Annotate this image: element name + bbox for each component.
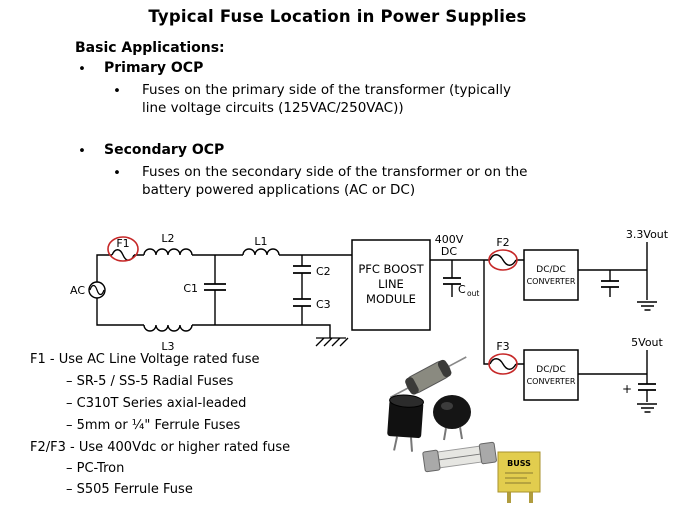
bus-voltage-line1: 400V	[435, 233, 464, 246]
bullet-marker: •	[78, 61, 86, 77]
buss-body	[497, 451, 541, 493]
dcdc-converter-bottom-box: DC/DC CONVERTER	[523, 349, 579, 401]
buss-leg	[529, 492, 533, 503]
bullet-marker: •	[113, 165, 121, 181]
inductor-l2: L2	[143, 232, 193, 256]
f2f3-note-item: – S505 Ferrule Fuse	[66, 482, 193, 497]
intro-heading: Basic Applications:	[75, 40, 225, 56]
dcdc-converter-top-box: DC/DC CONVERTER	[523, 249, 579, 301]
output-5v-label: 5Vout	[631, 336, 663, 349]
dcdc-top-line2: CONVERTER	[527, 277, 576, 286]
c1-label: C1	[183, 282, 198, 295]
f2f3-note-heading: F2/F3 - Use 400Vdc or higher rated fuse	[30, 440, 291, 455]
secondary-ocp-line1: Fuses on the secondary side of the trans…	[142, 164, 528, 180]
f2f3-note-item: – PC-Tron	[66, 461, 125, 476]
capacitor-plates	[204, 265, 656, 391]
f3-label: F3	[496, 340, 509, 353]
page-title: Typical Fuse Location in Power Supplies	[148, 7, 527, 26]
pfc-label-line1: PFC BOOST	[358, 262, 424, 276]
pfc-module-box: PFC BOOST LINE MODULE	[351, 239, 431, 331]
fuse-photo-glass-ferrule	[422, 441, 497, 473]
f2-highlight-circle	[488, 249, 518, 271]
plus-sign-label: +	[622, 382, 632, 396]
buss-leg	[507, 492, 511, 503]
ac-source: AC	[70, 281, 106, 299]
f1-label: F1	[116, 237, 129, 250]
pfc-label-line2: LINE	[378, 277, 404, 291]
bullet-secondary-ocp: Secondary OCP	[104, 142, 225, 158]
output-3v3-label: 3.3Vout	[626, 228, 669, 241]
f3-highlight-circle	[488, 353, 518, 375]
primary-ocp-line1: Fuses on the primary side of the transfo…	[142, 82, 512, 98]
bullet-primary-ocp: Primary OCP	[104, 60, 204, 76]
ground-symbol-5v	[637, 403, 657, 413]
buss-fine-print-lines	[505, 472, 533, 484]
inductor-l1: L1	[242, 235, 280, 256]
f1-note-item: – 5mm or ¼" Ferrule Fuses	[66, 418, 241, 433]
bullet-marker: •	[78, 143, 86, 159]
ground-symbol-3v3	[637, 301, 657, 311]
cout-label-main: C	[458, 283, 466, 296]
c3-label: C3	[316, 298, 331, 311]
primary-ocp-line2: line voltage circuits (125VAC/250VAC))	[142, 100, 404, 116]
fuse-f3: F3	[488, 340, 518, 375]
dcdc-bottom-line1: DC/DC	[536, 365, 565, 375]
l3-label: L3	[161, 340, 174, 353]
dcdc-bottom-line2: CONVERTER	[527, 377, 576, 386]
cout-label-sub: out	[467, 289, 479, 298]
f1-highlight-circle	[107, 236, 139, 262]
bullet-marker: •	[113, 83, 121, 99]
fuse-photo-buss: BUSS	[497, 451, 541, 503]
wire-paths	[96, 242, 648, 402]
pfc-label-line3: MODULE	[366, 292, 416, 306]
f1-note-item: – SR-5 / SS-5 Radial Fuses	[66, 374, 234, 389]
f2-label: F2	[496, 236, 509, 249]
fuse-f2: F2	[488, 236, 518, 271]
c2-label: C2	[316, 265, 331, 278]
ground-symbol-input	[315, 337, 349, 347]
f1-note-item: – C310T Series axial-leaded	[66, 396, 247, 411]
fuse-photo-radial	[387, 394, 425, 452]
f1-note-heading: F1 - Use AC Line Voltage rated fuse	[30, 352, 260, 367]
l1-label: L1	[254, 235, 267, 248]
fuse-photo-round	[433, 395, 471, 441]
fuse-photo-axial	[389, 356, 467, 399]
l2-label: L2	[161, 232, 174, 245]
secondary-ocp-line2: battery powered applications (AC or DC)	[142, 182, 416, 198]
dcdc-top-line1: DC/DC	[536, 265, 565, 275]
ac-label: AC	[70, 284, 85, 297]
fuse-f1: F1	[107, 236, 139, 262]
capacitor-cout-label: C out	[458, 283, 479, 298]
buss-brand-label: BUSS	[507, 459, 531, 468]
bus-voltage-line2: DC	[441, 245, 457, 258]
inductor-l3: L3	[143, 324, 193, 353]
